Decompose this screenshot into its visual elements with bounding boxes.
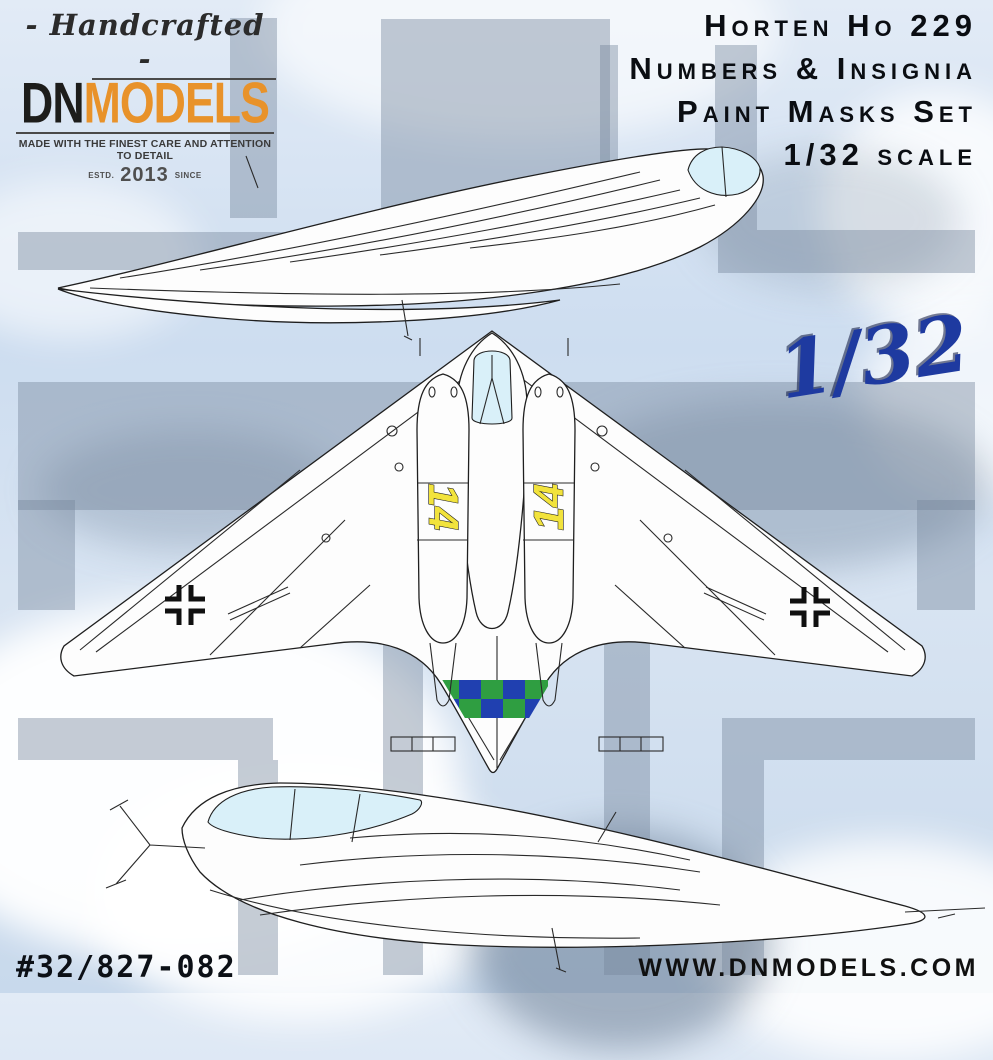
- aircraft-side-view-top: [57, 146, 764, 341]
- estd-year: 2013: [120, 164, 169, 186]
- balkenkreuz-left-wing: [165, 585, 205, 625]
- logo-tagline: MADE WITH THE FINEST CARE AND ATTENTION …: [18, 138, 272, 162]
- mask-patch: [18, 500, 75, 610]
- tactical-number-right: 14: [525, 484, 572, 531]
- logo-models-text: MODELS: [83, 70, 270, 135]
- title-line-3: Paint Masks Set: [677, 94, 977, 129]
- title-line-4: 1/32 scale: [783, 137, 977, 172]
- title-line-1: Horten Ho 229: [704, 8, 977, 43]
- logo-divider-top: [92, 78, 276, 80]
- hatch-boxes: [390, 736, 664, 752]
- mask-patch: [718, 230, 975, 273]
- logo-dn-text: DN: [21, 70, 85, 135]
- balkenkreuz-right-wing: [790, 587, 830, 627]
- aircraft-top-view: 14 14: [60, 330, 926, 774]
- product-title: Horten Ho 229 Numbers & Insignia Paint M…: [629, 4, 977, 176]
- mask-patch: [917, 500, 975, 610]
- cloud: [0, 180, 200, 340]
- logo-wordmark: DNMODELS: [21, 74, 270, 131]
- logo-handcrafted-text: - Handcrafted -: [25, 8, 265, 76]
- logo-established-row: ESTD. 2013 SINCE: [14, 164, 276, 187]
- mask-patch: [230, 18, 277, 218]
- tactical-number-left: 14: [420, 484, 467, 531]
- mask-patch: [18, 718, 273, 760]
- title-line-2: Numbers & Insignia: [629, 51, 977, 86]
- dnmodels-logo: - Handcrafted - DNMODELS MADE WITH THE F…: [14, 8, 276, 187]
- website-url: WWW.DNMODELS.COM: [638, 954, 979, 982]
- product-code: #32/827-082: [16, 950, 237, 985]
- aircraft-side-view-bottom: [105, 782, 986, 973]
- canopy-glass: [471, 350, 513, 425]
- estd-label: ESTD.: [88, 171, 115, 180]
- since-label: SINCE: [174, 171, 202, 180]
- canopy-glass: [207, 786, 423, 840]
- mask-patch: [722, 718, 975, 760]
- logo-divider-bottom: [16, 132, 274, 134]
